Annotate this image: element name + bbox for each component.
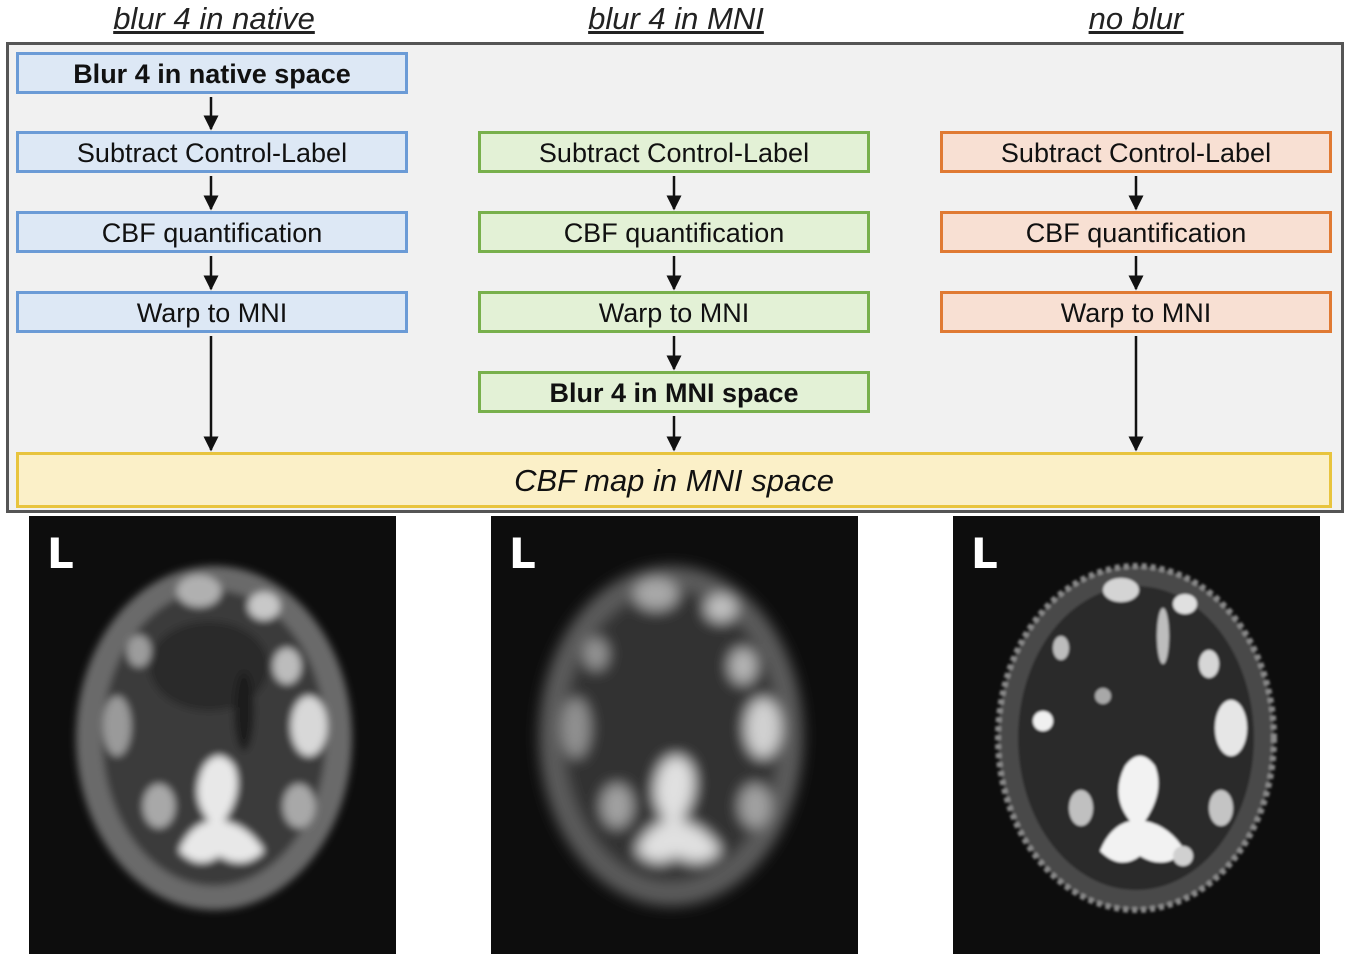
step-subtract-mni: Subtract Control-Label	[478, 131, 870, 173]
result-cbf-map-mni: CBF map in MNI space	[16, 452, 1332, 508]
brain-image-native-blur: L	[29, 516, 396, 954]
step-cbf-mni: CBF quantification	[478, 211, 870, 253]
pipeline-frame	[6, 42, 1344, 513]
brain-image-no-blur: L	[953, 516, 1320, 954]
step-warp-mni: Warp to MNI	[478, 291, 870, 333]
step-cbf-noblur: CBF quantification	[940, 211, 1332, 253]
step-subtract-noblur: Subtract Control-Label	[940, 131, 1332, 173]
brain-image-mni-blur: L	[491, 516, 858, 954]
orientation-label-left: L	[971, 529, 998, 578]
column-title-mni: blur 4 in MNI	[588, 1, 764, 36]
orientation-label-left: L	[509, 529, 536, 578]
step-blur-mni: Blur 4 in MNI space	[478, 371, 870, 413]
step-warp-native: Warp to MNI	[16, 291, 408, 333]
orientation-label-left: L	[47, 529, 74, 578]
step-warp-noblur: Warp to MNI	[940, 291, 1332, 333]
step-cbf-native: CBF quantification	[16, 211, 408, 253]
column-title-noblur: no blur	[1088, 1, 1184, 36]
step-blur-native: Blur 4 in native space	[16, 52, 408, 94]
column-title-native: blur 4 in native	[113, 1, 315, 36]
step-subtract-native: Subtract Control-Label	[16, 131, 408, 173]
